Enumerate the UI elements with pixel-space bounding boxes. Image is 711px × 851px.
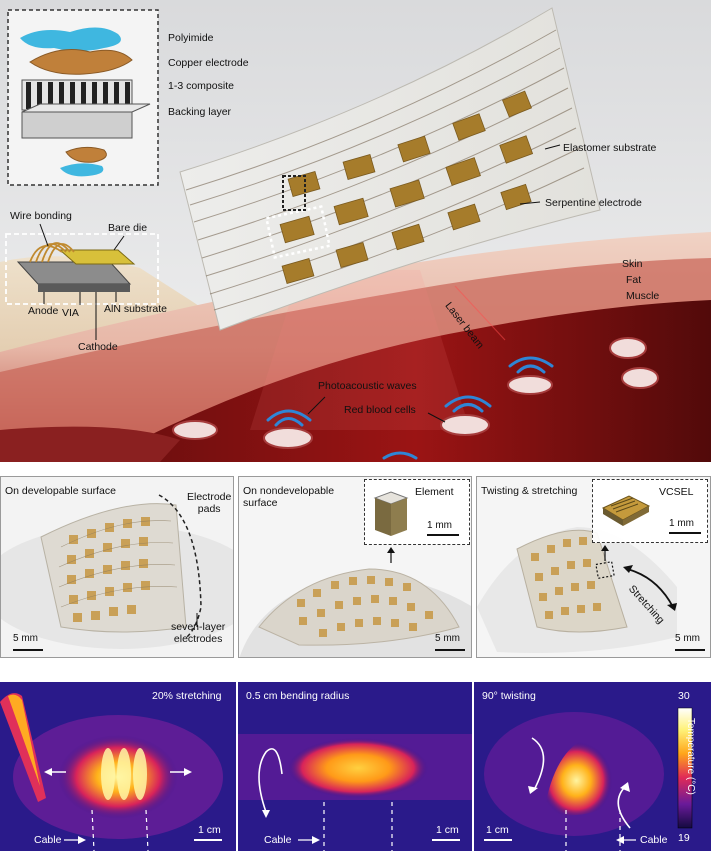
stretching-percent-label: 20% stretching [152, 690, 222, 702]
serpentine-electrode-label: Serpentine electrode [545, 197, 642, 209]
red-blood-cells-label: Red blood cells [344, 404, 416, 416]
inset-scalebar-element [427, 534, 459, 536]
thermal-panel-twisting: 90° twisting Cable 1 cm 30 19 Temperatur… [474, 682, 711, 851]
inset-scale-element: 1 mm [427, 520, 452, 531]
scale-5mm-3: 5 mm [675, 633, 700, 644]
fat-label: Fat [626, 274, 642, 286]
twisting-label: 90° twisting [482, 690, 536, 702]
via-label: VIA [62, 307, 79, 319]
thermal-scalebar-2 [432, 839, 460, 841]
backing-layer-label: Backing layer [168, 106, 232, 118]
aln-substrate-label: AlN substrate [104, 303, 168, 315]
thermal-scalebar-1 [194, 839, 222, 841]
thermal-scale-2: 1 cm [436, 824, 459, 836]
schematic-art [0, 0, 711, 462]
developable-photo [1, 477, 233, 657]
cable-label-2: Cable [264, 834, 292, 846]
inset-scalebar-vcsel [669, 532, 701, 534]
thermal-bending-image [238, 682, 472, 851]
scale-5mm-2: 5 mm [435, 633, 460, 644]
cable-label-1: Cable [34, 834, 62, 846]
muscle-label: Muscle [626, 290, 660, 302]
nondevelopable-title: On nondevelopable surface [243, 485, 335, 509]
cable-label-3: Cable [640, 834, 668, 846]
panel-nondevelopable-surface: On nondevelopable surface Element 1 mm 5… [238, 476, 472, 658]
element-cube [373, 491, 409, 536]
colorbar-title: Temperature (°C) [685, 718, 696, 795]
composite-label: 1-3 composite [168, 80, 234, 92]
thermal-scale-1: 1 cm [198, 824, 221, 836]
vcsel-inset: VCSEL 1 mm [592, 479, 708, 543]
colorbar-min: 19 [678, 832, 690, 844]
thermal-stretching-image [0, 682, 236, 851]
panel-developable-surface: On developable surface Electrode pads se… [0, 476, 234, 658]
scale-5mm-1: 5 mm [13, 633, 38, 644]
element-label: Element [415, 486, 454, 498]
seven-layer-label: seven-layer electrodes [171, 621, 226, 645]
developable-title: On developable surface [5, 485, 116, 497]
inset-scale-vcsel: 1 mm [669, 518, 694, 529]
thermal-scale-3: 1 cm [486, 824, 509, 836]
polyimide-label: Polyimide [168, 32, 214, 44]
twisting-title: Twisting & stretching [481, 485, 578, 497]
vcsel-chip [601, 495, 651, 526]
bare-die-label: Bare die [108, 222, 148, 234]
scalebar-1 [13, 649, 43, 651]
nondevelopable-photo [239, 477, 471, 657]
electrode-pads-label: Electrode pads [187, 491, 232, 515]
panel-twisting-stretching: Twisting & stretching VCSEL 1 mm Stretch… [476, 476, 711, 658]
colorbar-max: 30 [678, 690, 690, 702]
elastomer-substrate-label: Elastomer substrate [563, 142, 657, 154]
thermal-panel-stretching: 20% stretching Cable 1 cm [0, 682, 236, 851]
thermal-twisting-image [474, 682, 711, 851]
scalebar-2 [435, 649, 465, 651]
vcsel-label: VCSEL [659, 486, 694, 498]
cathode-label: Cathode [78, 341, 118, 353]
bending-radius-label: 0.5 cm bending radius [246, 690, 350, 702]
schematic-illustration: Polyimide Copper electrode 1-3 composite… [0, 0, 711, 462]
copper-electrode-label: Copper electrode [168, 57, 249, 69]
wire-bonding-label: Wire bonding [10, 210, 72, 222]
element-inset: Element 1 mm [364, 479, 470, 545]
scalebar-3 [675, 649, 705, 651]
thermal-scalebar-3 [484, 839, 512, 841]
skin-label: Skin [622, 258, 643, 270]
thermal-panel-bending: 0.5 cm bending radius Cable 1 cm [238, 682, 472, 851]
anode-label: Anode [28, 305, 59, 317]
photoacoustic-waves-label: Photoacoustic waves [318, 380, 417, 392]
